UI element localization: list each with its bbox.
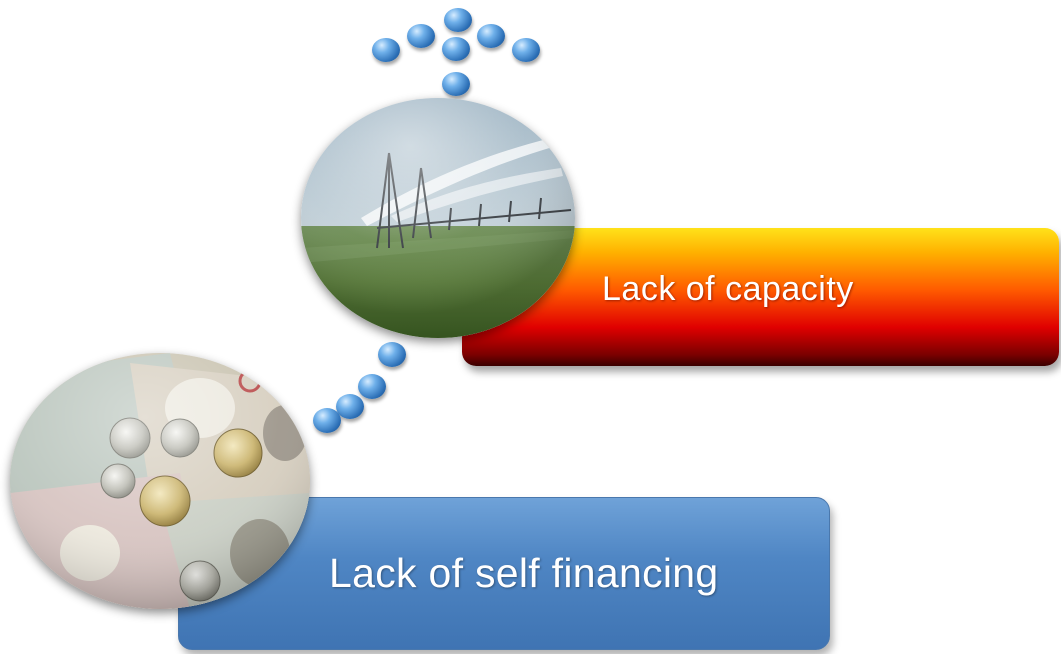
connector-bead [358, 374, 386, 399]
financing-label: Lack of self financing [329, 550, 719, 596]
connector-bead [378, 342, 406, 367]
yen-money-image [10, 353, 310, 609]
connector-bead [336, 394, 364, 419]
connector-bead [372, 38, 400, 62]
connector-bead [442, 37, 470, 61]
connector-bead [442, 72, 470, 96]
connector-bead [477, 24, 505, 48]
connector-bead [444, 8, 472, 32]
connector-bead [512, 38, 540, 62]
connector-bead [313, 408, 341, 433]
capacity-label: Lack of capacity [602, 270, 854, 308]
irrigation-field-image [301, 98, 575, 338]
connector-bead [407, 24, 435, 48]
